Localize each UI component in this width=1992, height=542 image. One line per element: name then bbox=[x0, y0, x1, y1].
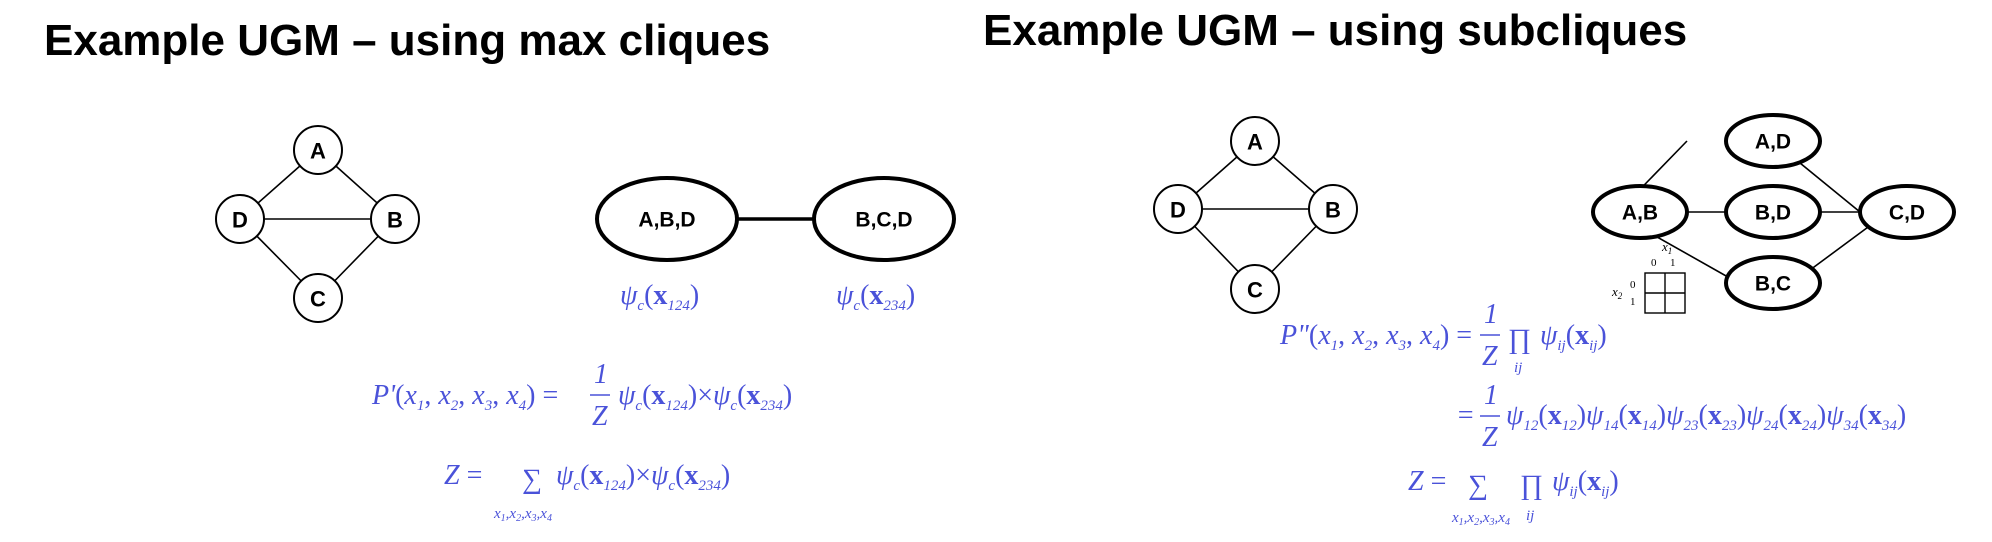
svg-text:ψc(x124)×ψc(x234): ψc(x124)×ψc(x234) bbox=[618, 380, 792, 414]
clique-ad-label: A,D bbox=[1755, 131, 1791, 154]
psi-234-label: ψc(x234) bbox=[836, 280, 915, 314]
svg-text:Z: Z bbox=[1482, 341, 1498, 372]
equation-z-left: Z = ∑ x1,x2,x3,x4 ψc(x124)×ψc(x234) bbox=[444, 460, 730, 524]
node-d: D bbox=[215, 194, 265, 244]
svg-text:∑: ∑ bbox=[522, 464, 542, 495]
node-b: B bbox=[370, 194, 420, 244]
clique-cd: C,D bbox=[1858, 184, 1956, 240]
svg-text:1: 1 bbox=[1484, 380, 1498, 411]
clique-bd: B,D bbox=[1724, 184, 1822, 240]
svg-text:ψ12(x12)ψ14(x14)ψ23(x23)ψ24(x2: ψ12(x12)ψ14(x14)ψ23(x23)ψ24(x24)ψ34(x34) bbox=[1506, 400, 1906, 434]
subclique-graph: A,D A,B B,D C,D B,C bbox=[1591, 113, 1956, 311]
svg-text:Z =: Z = bbox=[1408, 466, 1446, 497]
clique-cd-label: C,D bbox=[1889, 202, 1925, 225]
svg-text:=: = bbox=[1456, 400, 1475, 431]
svg-text:x1,x2,x3,x4: x1,x2,x3,x4 bbox=[493, 506, 552, 524]
table-col-1: 1 bbox=[1670, 257, 1676, 269]
node-c-label: C bbox=[310, 287, 326, 312]
clique-bd-label: B,D bbox=[1755, 202, 1791, 225]
psi-124-label: ψc(x124) bbox=[620, 280, 699, 314]
clique-abd: A,B,D bbox=[595, 176, 739, 262]
clique-bc: B,C bbox=[1724, 255, 1822, 311]
clique-ab-label: A,B bbox=[1622, 202, 1658, 225]
svg-text:1: 1 bbox=[1484, 299, 1498, 330]
svg-text:x1,x2,x3,x4: x1,x2,x3,x4 bbox=[1451, 510, 1510, 528]
ugm-graph-right: A D B C bbox=[1153, 116, 1358, 314]
clique-bc-label: B,C bbox=[1755, 273, 1791, 296]
node-a: A bbox=[293, 125, 343, 175]
equation-expanded: = 1 Z ψ12(x12)ψ14(x14)ψ23(x23)ψ24(x24)ψ3… bbox=[1456, 380, 1906, 453]
title-max-cliques: Example UGM – using max cliques bbox=[44, 16, 771, 65]
svg-text:ψij(xij): ψij(xij) bbox=[1540, 320, 1607, 354]
node-d-right-label: D bbox=[1170, 198, 1186, 223]
equation-z-right: Z = ∑ x1,x2,x3,x4 ∏ ij ψij(xij) bbox=[1408, 466, 1619, 528]
svg-text:ij: ij bbox=[1526, 508, 1534, 524]
node-b-right: B bbox=[1308, 184, 1358, 234]
svg-text:ψij(xij): ψij(xij) bbox=[1552, 466, 1619, 500]
svg-text:ij: ij bbox=[1514, 360, 1522, 376]
title-subcliques: Example UGM – using subcliques bbox=[983, 6, 1688, 55]
node-b-label: B bbox=[387, 208, 403, 233]
ugm-graph-left: A D B C bbox=[215, 125, 420, 323]
potential-table: x1 0 1 x2 0 1 bbox=[1611, 239, 1686, 314]
svg-text:Z =: Z = bbox=[444, 460, 482, 491]
svg-text:P'(x1, x2, x3, x4) =: P'(x1, x2, x3, x4) = bbox=[371, 380, 558, 414]
clique-ad: A,D bbox=[1724, 113, 1822, 169]
svg-text:P"(x1, x2, x3, x4) =: P"(x1, x2, x3, x4) = bbox=[1279, 320, 1472, 354]
node-a-label: A bbox=[310, 139, 326, 164]
table-row-0: 0 bbox=[1630, 279, 1636, 291]
clique-abd-label: A,B,D bbox=[638, 209, 695, 232]
table-col-0: 0 bbox=[1651, 257, 1657, 269]
node-c: C bbox=[293, 273, 343, 323]
svg-text:x1: x1 bbox=[1661, 239, 1672, 256]
node-d-label: D bbox=[232, 208, 248, 233]
node-c-right-label: C bbox=[1247, 278, 1263, 303]
svg-text:Z: Z bbox=[592, 401, 608, 432]
table-row-1: 1 bbox=[1630, 296, 1636, 308]
equation-p-prime: P'(x1, x2, x3, x4) = 1 Z ψc(x124)×ψc(x23… bbox=[371, 359, 792, 432]
node-d-right: D bbox=[1153, 184, 1203, 234]
svg-text:Z: Z bbox=[1482, 422, 1498, 453]
svg-text:∑: ∑ bbox=[1468, 470, 1488, 501]
node-b-right-label: B bbox=[1325, 198, 1341, 223]
clique-bcd: B,C,D bbox=[812, 176, 956, 262]
svg-text:1: 1 bbox=[594, 359, 608, 390]
node-a-right: A bbox=[1230, 116, 1280, 166]
svg-text:ψc(x124)×ψc(x234): ψc(x124)×ψc(x234) bbox=[556, 460, 730, 494]
equation-p-double-prime: P"(x1, x2, x3, x4) = 1 Z ∏ ij ψij(xij) bbox=[1279, 299, 1607, 376]
svg-text:∏: ∏ bbox=[1520, 470, 1543, 501]
node-a-right-label: A bbox=[1247, 130, 1263, 155]
clique-ab: A,B bbox=[1591, 184, 1689, 240]
svg-text:∏: ∏ bbox=[1508, 324, 1531, 355]
max-clique-graph: A,B,D B,C,D ψc(x124) ψc(x234) bbox=[595, 176, 956, 314]
svg-text:x2: x2 bbox=[1611, 284, 1623, 301]
clique-bcd-label: B,C,D bbox=[855, 209, 912, 232]
node-c-right: C bbox=[1230, 264, 1280, 314]
